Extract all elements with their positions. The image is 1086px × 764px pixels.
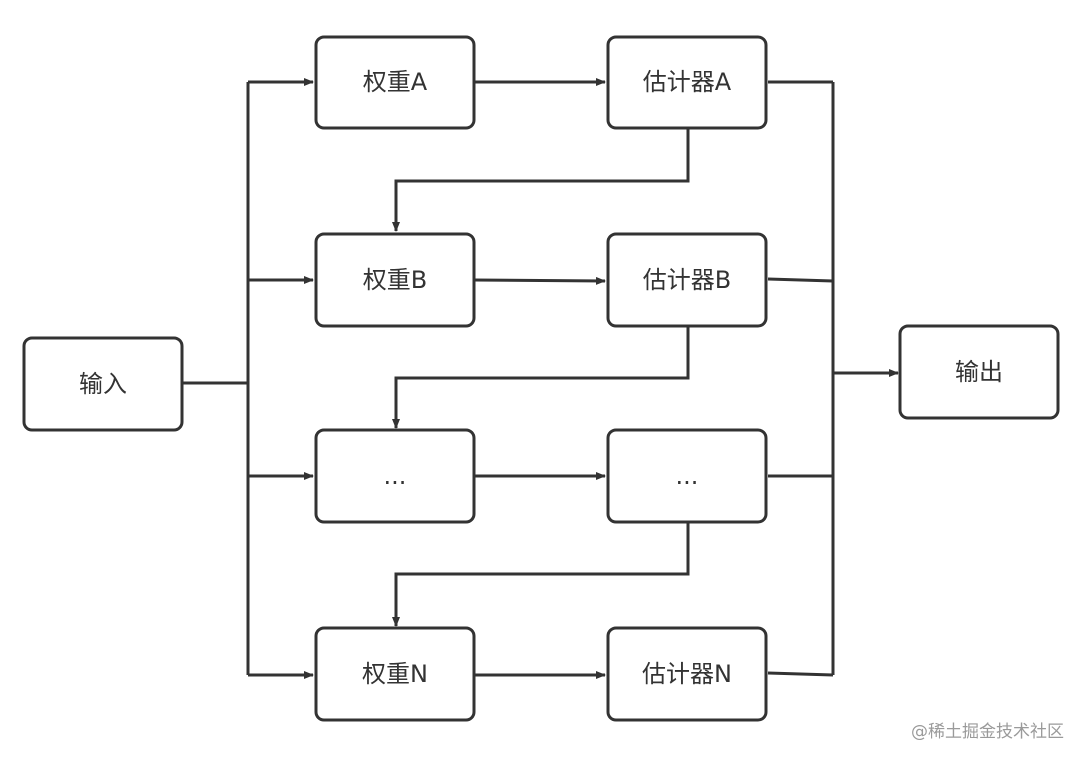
node-weight-b: 权重B <box>314 232 476 328</box>
node-estimator-etc: ... <box>606 428 768 524</box>
edge-estimator-n-out <box>767 671 834 677</box>
edge-estimator-a-to-weight-b <box>392 128 690 232</box>
node-output: 输出 <box>898 324 1060 420</box>
edges <box>183 78 899 679</box>
node-estimator-n: 估计器N <box>606 626 768 722</box>
node-weight-n-label: 权重N <box>362 660 428 688</box>
edge-weight-b-to-estimator-b <box>473 276 606 285</box>
node-input: 输入 <box>22 336 184 432</box>
watermark: @稀土掘金技术社区 <box>911 722 1064 742</box>
node-input-label: 输入 <box>79 370 127 398</box>
node-output-label: 输出 <box>955 358 1003 386</box>
node-weight-n: 权重N <box>314 626 476 722</box>
node-weight-etc-label: ... <box>384 462 407 490</box>
edge-estimator-b-to-weight-etc <box>392 326 690 429</box>
node-weight-b-label: 权重B <box>363 266 427 294</box>
node-weight-a: 权重A <box>314 35 476 130</box>
node-estimator-b: 估计器B <box>606 232 768 328</box>
node-estimator-a: 估计器A <box>606 35 768 130</box>
node-weight-a-label: 权重A <box>363 68 428 96</box>
node-weight-etc: ... <box>314 428 476 524</box>
node-estimator-b-label: 估计器B <box>643 266 731 294</box>
node-estimator-a-label: 估计器A <box>643 68 732 96</box>
node-estimator-etc-label: ... <box>676 462 699 490</box>
edge-estimator-etc-to-weight-n <box>392 522 690 627</box>
node-estimator-n-label: 估计器N <box>642 660 732 688</box>
edge-estimator-b-out <box>767 277 834 283</box>
